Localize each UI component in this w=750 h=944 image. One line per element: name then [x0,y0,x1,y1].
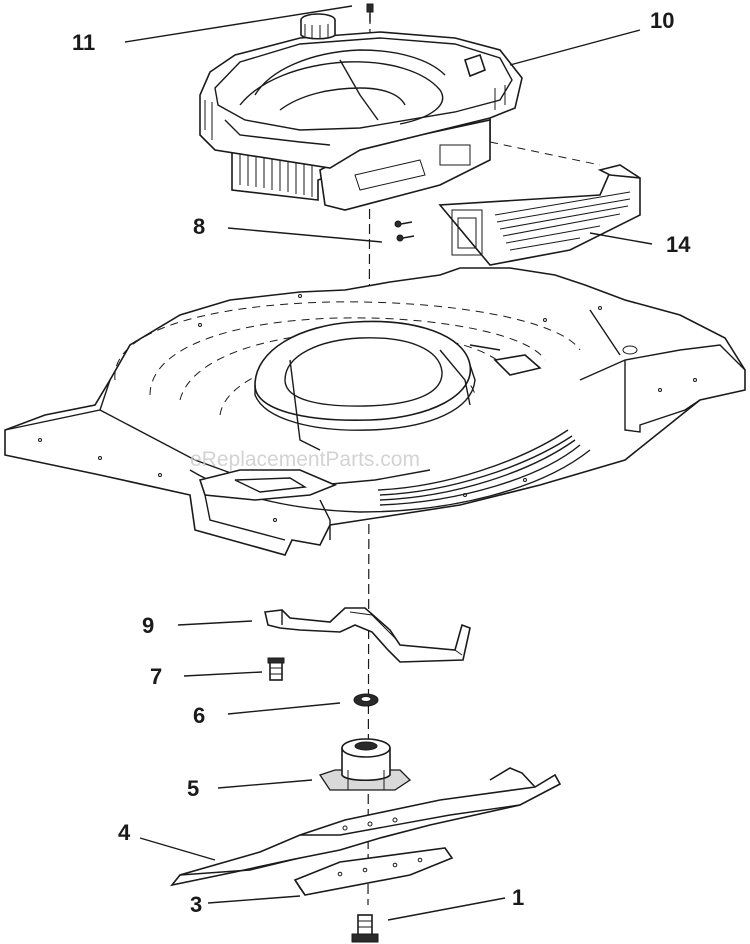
callout-11: 11 [72,30,95,55]
callout-5: 5 [187,776,199,801]
screw-7[interactable] [267,657,285,681]
callout-9: 9 [142,613,154,638]
leader-6 [227,702,341,715]
leader-5 [217,779,313,789]
blade-bolt-1[interactable] [351,914,379,943]
air-filter-cover[interactable] [438,141,641,266]
leader-7 [183,671,263,677]
leader-3 [207,895,301,904]
leader-4 [139,837,216,861]
callout-4: 4 [118,820,131,845]
bracket-9[interactable] [264,607,471,663]
callout-1: 1 [512,885,524,910]
blade-4[interactable] [169,767,562,887]
watermark: eReplacementParts.com [190,448,420,471]
leader-9 [177,620,253,626]
callout-7: 7 [150,664,162,689]
leader-1 [387,897,506,921]
leader-8 [227,227,383,243]
blade-adapter-5[interactable] [318,738,412,791]
leader-10 [509,29,641,66]
callout-6: 6 [193,703,205,728]
callout-3: 3 [190,892,202,917]
callout-14: 14 [666,232,691,257]
washer-6[interactable] [353,693,379,707]
mower-deck[interactable] [4,267,746,556]
engine[interactable] [199,13,523,211]
bolt-11[interactable] [366,3,374,22]
leader-11 [124,5,353,43]
callout-8: 8 [193,214,205,239]
screws-8[interactable] [394,220,415,242]
stiffener-3[interactable] [293,847,454,896]
leader-14 [589,232,653,245]
callout-10: 10 [650,8,674,33]
